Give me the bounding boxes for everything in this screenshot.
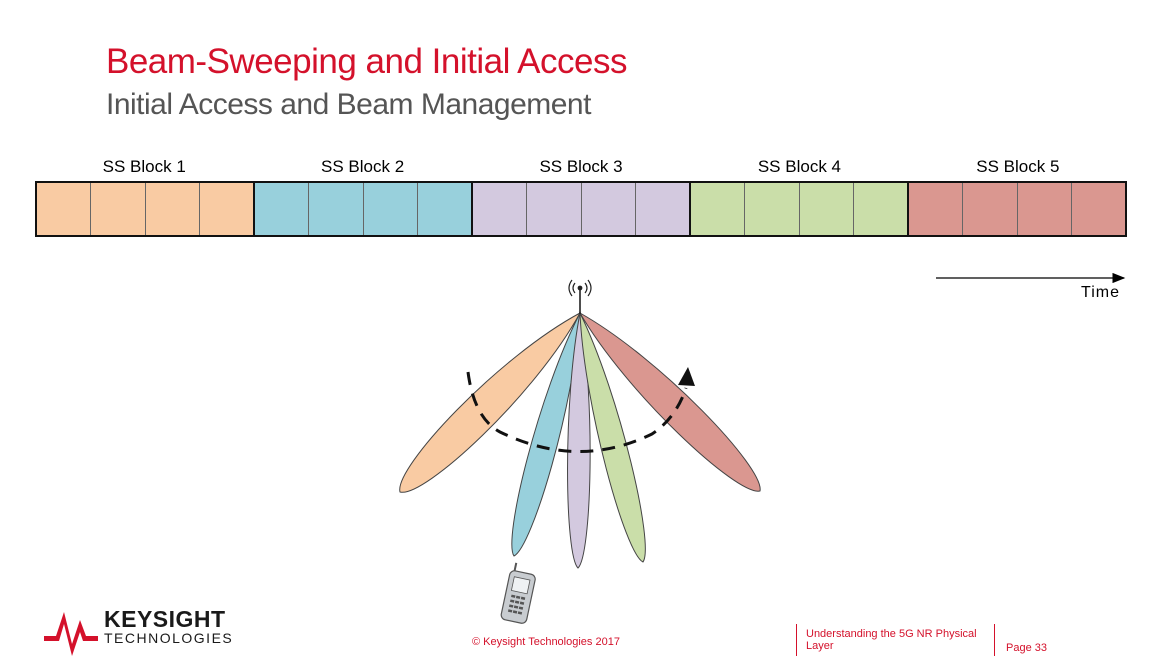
beam-3 (567, 312, 591, 569)
ss-slot (417, 183, 471, 235)
beam-group (399, 311, 761, 569)
beam-2 (511, 312, 581, 557)
beam-4 (579, 312, 646, 563)
ss-slot (309, 183, 364, 235)
ss-slot (1071, 183, 1125, 235)
antenna-icon (568, 279, 592, 314)
ss-slot (255, 183, 310, 235)
ss-block-4 (691, 183, 909, 235)
footer-doc-title: Understanding the 5G NR Physical Layer (806, 628, 977, 652)
ss-block-label-3: SS Block 3 (539, 157, 623, 176)
copyright-text: © Keysight Technologies 2017 (472, 636, 620, 648)
ss-slot (527, 183, 582, 235)
ss-slot (799, 183, 854, 235)
beam-1 (399, 311, 582, 493)
ss-slot (145, 183, 200, 235)
footer-divider-1 (796, 624, 797, 656)
ss-slot (853, 183, 907, 235)
ss-slot (745, 183, 800, 235)
ss-block-5 (909, 183, 1125, 235)
ss-block-label-1: SS Block 1 (102, 157, 186, 176)
ss-block-3 (473, 183, 691, 235)
ss-block-1 (37, 183, 255, 235)
ss-slot (199, 183, 253, 235)
sweep-arrow-icon (678, 367, 695, 386)
ss-slot (363, 183, 418, 235)
slide-subtitle: Initial Access and Beam Management (106, 88, 591, 121)
ss-block-labels: SS Block 1 SS Block 2 SS Block 3 SS Bloc… (35, 156, 1127, 180)
ss-slot (37, 183, 92, 235)
ss-slot (473, 183, 528, 235)
ss-slot (635, 183, 689, 235)
ss-block-label-4: SS Block 4 (757, 157, 841, 176)
sweep-arc (466, 371, 688, 453)
ss-slot (581, 183, 636, 235)
logo-subtext: TECHNOLOGIES (104, 630, 234, 646)
ss-slot (909, 183, 964, 235)
ss-block-label-2: SS Block 2 (321, 157, 405, 176)
keysight-logo-icon (44, 612, 98, 656)
beam-5 (578, 311, 761, 492)
ss-block-label-5: SS Block 5 (976, 157, 1060, 176)
mobile-phone-icon (500, 562, 536, 624)
ss-slot (691, 183, 746, 235)
ss-burst-timeline (35, 181, 1127, 237)
logo-wordmark: KEYSIGHT (104, 606, 226, 632)
ss-slot (1017, 183, 1072, 235)
page-number: Page 33 (1006, 642, 1047, 654)
ss-block-2 (255, 183, 473, 235)
footer-divider-2 (994, 624, 995, 656)
ss-slot (91, 183, 146, 235)
ss-slot (963, 183, 1018, 235)
slide-title: Beam-Sweeping and Initial Access (106, 42, 627, 81)
time-axis-label: Time (1081, 284, 1120, 301)
